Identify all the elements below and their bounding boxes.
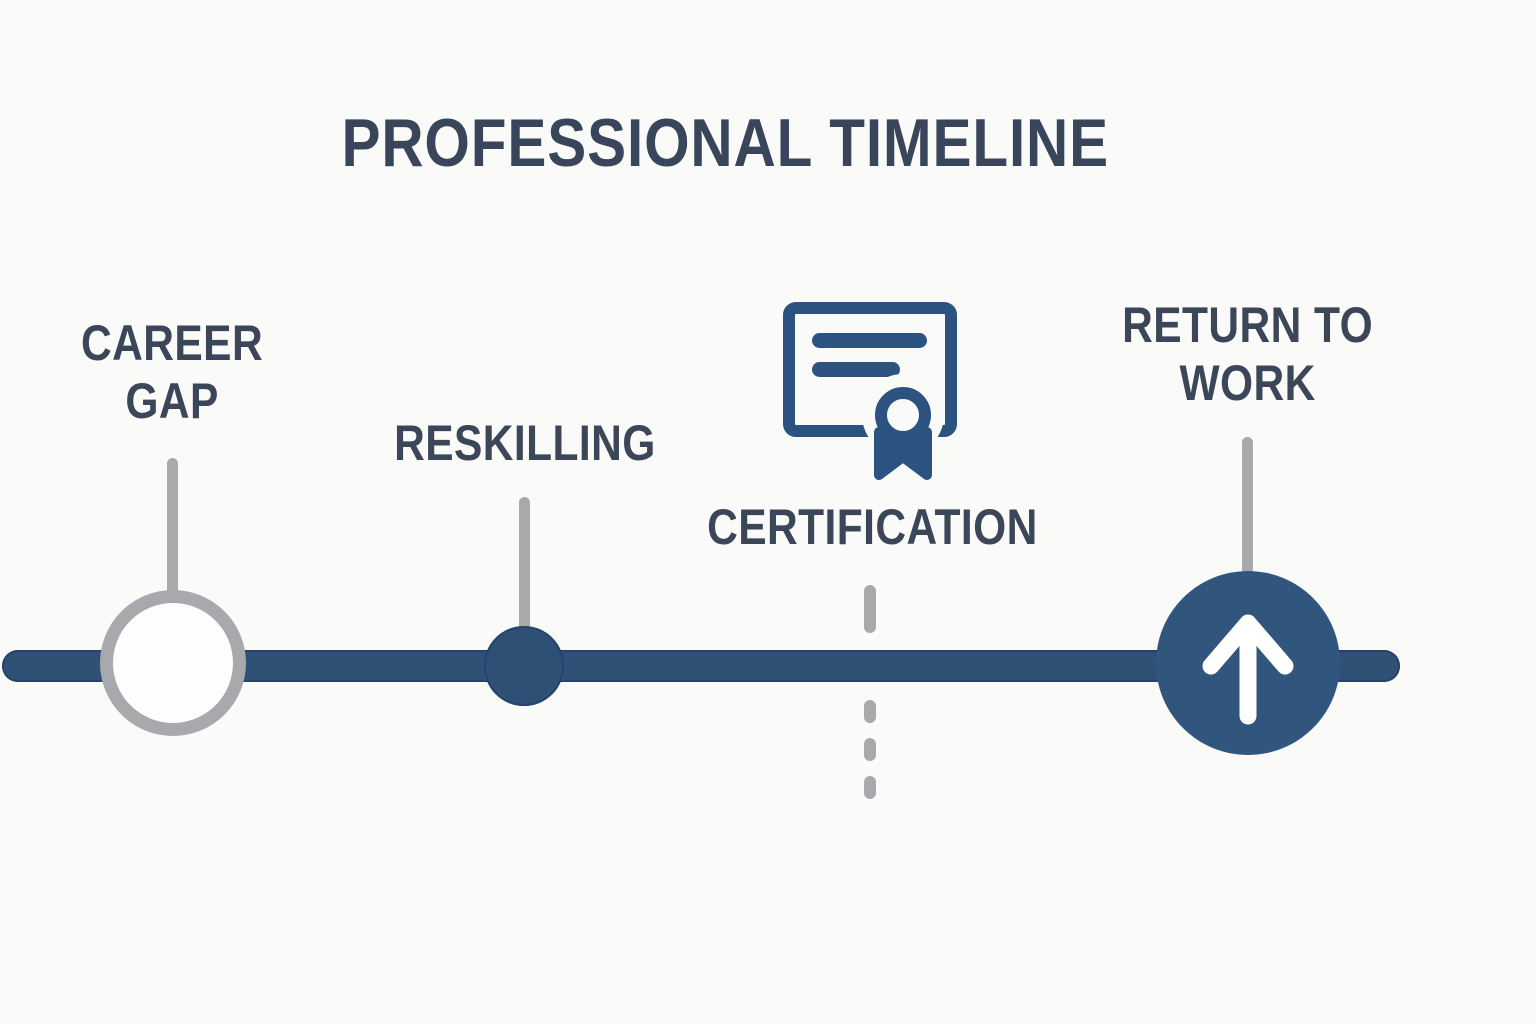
milestone-label-return-to-work: RETURN TO WORK [1028, 296, 1468, 412]
milestone-label-career-gap: CAREER GAP [0, 314, 392, 430]
return-to-work-stem [1242, 437, 1253, 582]
certification-dash-segment [864, 738, 876, 761]
return-to-work-circle-marker [1156, 571, 1340, 755]
milestone-label-reskilling: RESKILLING [305, 414, 745, 472]
certification-line1: CERTIFICATION [706, 499, 1038, 555]
career-gap-stem [167, 458, 178, 603]
career-gap-line2: GAP [125, 373, 219, 429]
reskilling-dot-marker [484, 626, 564, 706]
certificate-icon [783, 302, 957, 480]
reskilling-line1: RESKILLING [394, 415, 656, 471]
career-gap-open-circle-marker [100, 590, 246, 736]
reskilling-stem [519, 497, 530, 637]
career-gap-line1: CAREER [80, 315, 264, 371]
page-title: PROFESSIONAL TIMELINE [125, 104, 1325, 182]
page-title-text: PROFESSIONAL TIMELINE [341, 105, 1109, 181]
certification-dash-segment [864, 700, 876, 723]
return-to-work-line1: RETURN TO [1122, 297, 1374, 353]
return-to-work-line2: WORK [1179, 355, 1317, 411]
certification-dash-segment [864, 585, 876, 633]
milestone-label-certification: CERTIFICATION [652, 498, 1092, 556]
arrow-up-icon [1202, 614, 1294, 725]
certification-dash-segment [864, 776, 876, 799]
